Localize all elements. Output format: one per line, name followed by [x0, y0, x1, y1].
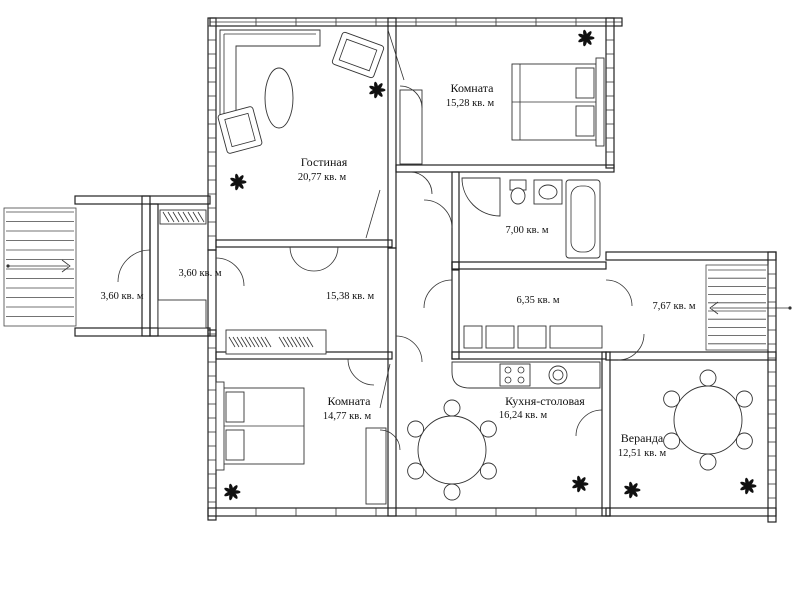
- vest2-area: 7,67 кв. м: [653, 301, 696, 312]
- plant-icon: [624, 481, 641, 499]
- porch-area: 3,60 кв. м: [101, 291, 144, 302]
- plant-leaf: [579, 477, 586, 485]
- plant-leaf: [224, 487, 233, 493]
- veranda-area: 12,51 кв. м: [618, 448, 667, 459]
- room-labels: Гостиная 20,77 кв. м Комната 15,28 кв. м…: [101, 81, 696, 459]
- doors: [117, 29, 645, 451]
- room2-name: Комната: [328, 394, 372, 408]
- veranda-name: Веранда: [621, 431, 664, 445]
- hanger: [240, 336, 248, 348]
- wardrobes: [157, 89, 423, 505]
- hanger: [294, 336, 302, 348]
- hall-area: 15,38 кв. м: [326, 291, 375, 302]
- plant-icon: [369, 81, 386, 99]
- hanger: [252, 336, 260, 348]
- hanger: [290, 336, 298, 348]
- utility-area: 6,35 кв. м: [517, 295, 560, 306]
- bath-area: 7,00 кв. м: [506, 225, 549, 236]
- plant-leaf: [369, 85, 378, 91]
- right-stairs: [705, 264, 792, 351]
- chair: [735, 432, 753, 450]
- room2-area: 14,77 кв. м: [323, 411, 372, 422]
- hanger: [282, 336, 290, 348]
- hanger: [286, 336, 294, 348]
- hanger: [197, 211, 205, 223]
- hanger: [162, 211, 170, 223]
- kitchen-fixtures: [407, 361, 601, 501]
- chair: [407, 462, 425, 480]
- plants: [224, 29, 757, 501]
- hanger: [187, 211, 195, 223]
- veranda-table: [663, 369, 753, 471]
- kitchen-area: 16,24 кв. м: [499, 410, 548, 421]
- plant-icon: [572, 475, 589, 493]
- plant-leaf: [231, 485, 238, 493]
- chair: [407, 420, 425, 438]
- plant-leaf: [740, 481, 749, 487]
- hangers: [162, 211, 314, 348]
- hanger: [192, 211, 200, 223]
- chair: [699, 453, 717, 471]
- hanger: [302, 336, 310, 348]
- living-room-furniture: [217, 29, 385, 154]
- plant-leaf: [578, 33, 587, 39]
- chair: [479, 462, 497, 480]
- wall-log-ends: [208, 18, 776, 516]
- chair: [479, 420, 497, 438]
- plant-leaf: [572, 479, 581, 485]
- hanger: [182, 211, 190, 223]
- bed-room1: [511, 57, 605, 147]
- kitchen-name: Кухня-столовая: [505, 394, 585, 408]
- living-name: Гостиная: [301, 155, 348, 169]
- hanger: [248, 336, 256, 348]
- hanger: [298, 336, 306, 348]
- plant-icon: [578, 29, 595, 47]
- utility-fixtures: [463, 325, 603, 349]
- hanger: [244, 336, 252, 348]
- plant-icon: [230, 173, 247, 191]
- vest1-area: 3,60 кв. м: [179, 268, 222, 279]
- hanger: [232, 336, 240, 348]
- hanger: [256, 336, 264, 348]
- plant-leaf: [585, 31, 592, 39]
- plant-icon: [740, 477, 757, 495]
- hanger: [236, 336, 244, 348]
- plant-leaf: [376, 83, 383, 91]
- room1-name: Комната: [451, 81, 495, 95]
- hanger: [172, 211, 180, 223]
- hanger: [177, 211, 185, 223]
- hanger: [167, 211, 175, 223]
- plant-icon: [224, 483, 241, 501]
- plant-leaf: [230, 177, 239, 183]
- plant-leaf: [237, 175, 244, 183]
- chair: [663, 390, 681, 408]
- hanger: [260, 336, 268, 348]
- hanger: [264, 336, 272, 348]
- plant-leaf: [624, 485, 633, 491]
- plant-leaf: [747, 479, 754, 487]
- chair: [443, 483, 461, 501]
- left-stairs: [3, 207, 77, 327]
- chair: [735, 390, 753, 408]
- living-area: 20,77 кв. м: [298, 172, 347, 183]
- chair: [699, 369, 717, 387]
- room1-area: 15,28 кв. м: [446, 98, 495, 109]
- hanger: [306, 336, 314, 348]
- hanger: [228, 336, 236, 348]
- exterior-walls: [74, 17, 777, 523]
- chair: [663, 432, 681, 450]
- plant-leaf: [631, 483, 638, 491]
- hanger: [278, 336, 286, 348]
- bed-room2: [215, 381, 305, 471]
- bathroom-fixtures: [461, 177, 601, 259]
- chair: [443, 399, 461, 417]
